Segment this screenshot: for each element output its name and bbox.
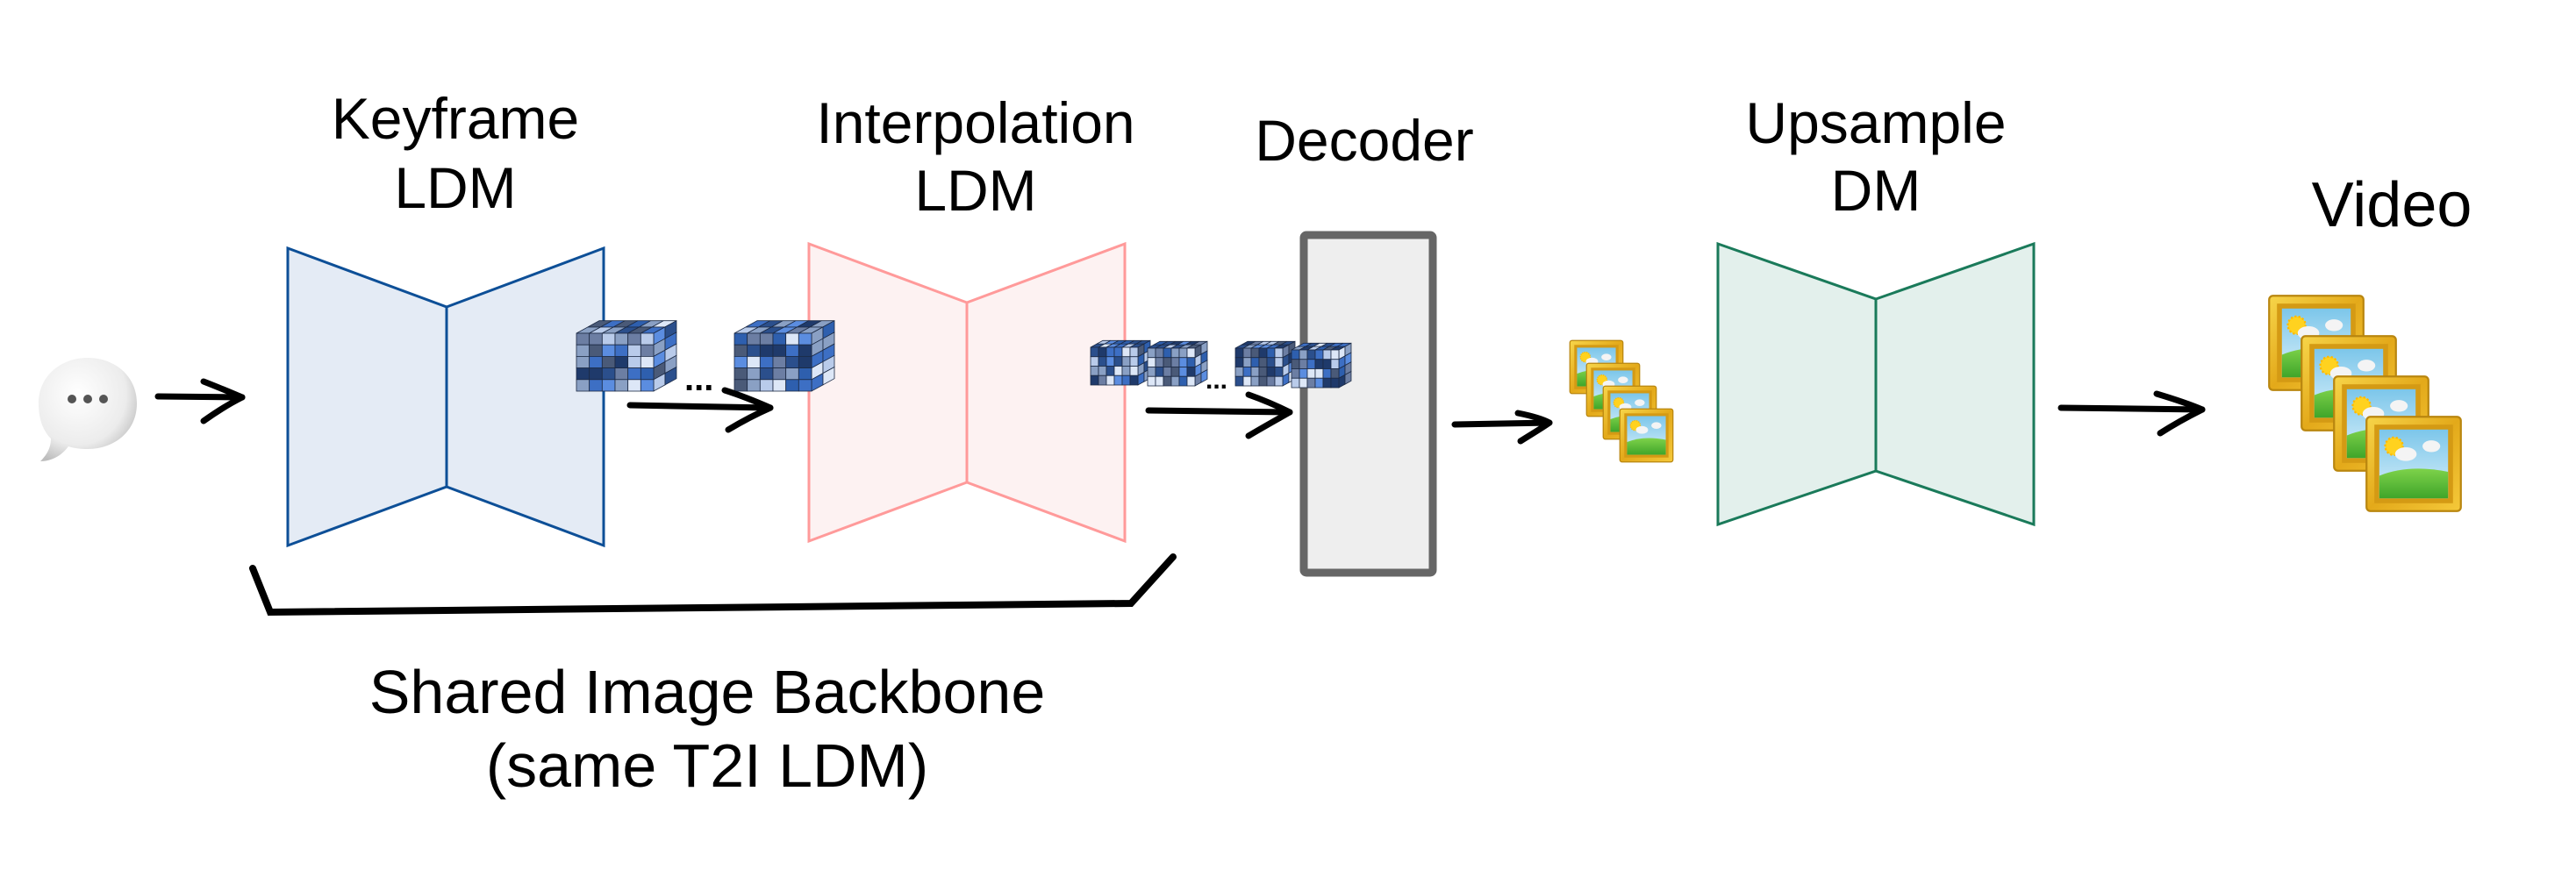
- arrow-interpolation-to-decoder: [1145, 391, 1293, 439]
- arrow-keyframe-to-interpolation: [626, 387, 774, 433]
- video-label: Video: [2312, 170, 2472, 240]
- backbone-label-line1: Shared Image Backbone: [369, 658, 1046, 726]
- arrow-upsample-to-video: [2057, 390, 2206, 437]
- latent-cube-icon: [1147, 340, 1208, 387]
- decoded-frames: [1569, 339, 1674, 463]
- upsample-encoder-half: [1716, 241, 1878, 527]
- latent-cube-icon: [576, 320, 677, 392]
- interpolation-decoder-half: [965, 241, 1127, 544]
- decoder-label: Decoder: [1255, 108, 1473, 173]
- upsample-dm-block: Upsample DM: [1716, 90, 2036, 527]
- keyframe-label-line1: Keyframe: [332, 86, 579, 151]
- latent-cube-icon: [1090, 339, 1151, 386]
- interpolated-latents-ellipsis: ...: [1206, 366, 1227, 395]
- interpolation-encoder-half: [807, 241, 969, 544]
- interpolation-label-line1: Interpolation: [816, 90, 1134, 155]
- shared-backbone-bracket: [249, 553, 1177, 617]
- arrow-input-to-keyframe: [154, 378, 246, 424]
- speech-bubble-icon: [39, 358, 137, 461]
- decoder-block: Decoder: [1255, 108, 1474, 577]
- latent-cube-icon: [733, 320, 835, 392]
- upsample-label-line2: DM: [1831, 158, 1921, 223]
- decoder-rect: [1299, 231, 1437, 577]
- arrow-decoder-to-frames: [1451, 410, 1553, 445]
- interpolation-label-line2: LDM: [914, 158, 1036, 223]
- upsample-label-line1: Upsample: [1745, 90, 2006, 155]
- keyframe-latents: [576, 320, 835, 392]
- upsample-decoder-half: [1874, 241, 2036, 527]
- framed-picture-icon: [1619, 408, 1674, 463]
- latent-cube-icon: [1234, 340, 1296, 387]
- keyframe-latents-ellipsis: ...: [684, 360, 713, 398]
- keyframe-ldm-block: Keyframe LDM: [286, 86, 605, 548]
- keyframe-label-line2: LDM: [394, 155, 516, 220]
- interpolated-latents: [1090, 339, 1352, 389]
- video-frames: [2268, 295, 2462, 512]
- interpolation-ldm-block: Interpolation LDM: [807, 90, 1135, 544]
- keyframe-encoder-half: [286, 246, 448, 548]
- framed-picture-icon: [2365, 416, 2462, 512]
- latent-cube-icon: [1291, 342, 1352, 389]
- backbone-label-line2: (same T2I LDM): [486, 731, 928, 800]
- keyframe-decoder-half: [445, 246, 605, 548]
